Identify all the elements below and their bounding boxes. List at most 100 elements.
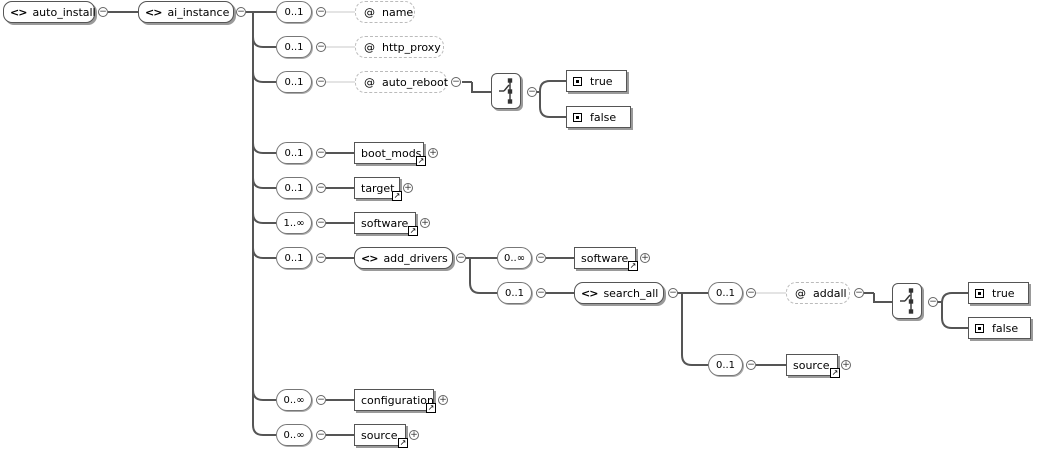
element-label: boot_mods — [361, 146, 422, 160]
enum-label: true — [992, 286, 1015, 300]
attribute-auto-reboot[interactable]: @ auto_reboot — [355, 71, 449, 93]
collapse-toggle-icon[interactable]: − — [316, 430, 326, 440]
choice-icon — [892, 283, 922, 319]
collapse-toggle-icon[interactable]: − — [316, 42, 326, 52]
collapse-toggle-icon[interactable]: − — [536, 288, 546, 298]
collapse-toggle-icon[interactable]: − — [536, 253, 546, 263]
element-icon: <> — [581, 286, 598, 300]
occurrence-search-all: 0..1 — [497, 282, 532, 304]
occurrence-search-all-source: 0..1 — [708, 354, 743, 376]
collapse-toggle-icon[interactable]: − — [316, 183, 326, 193]
collapse-toggle-icon[interactable]: − — [316, 218, 326, 228]
attribute-label: auto_reboot — [382, 75, 449, 89]
element-auto-install[interactable]: <> auto_install — [3, 1, 96, 23]
enum-value-false[interactable]: false — [566, 106, 631, 128]
enum-value-true[interactable]: true — [968, 282, 1029, 304]
expand-toggle-icon[interactable]: + — [428, 148, 438, 158]
expand-toggle-icon[interactable]: + — [420, 218, 430, 228]
expand-toggle-icon[interactable]: + — [438, 395, 448, 405]
collapse-toggle-icon[interactable]: − — [928, 297, 938, 307]
enum-label: false — [590, 110, 617, 124]
collapse-toggle-icon[interactable]: − — [316, 148, 326, 158]
reference-arrow-icon: ↗ — [408, 226, 418, 236]
occurrence-auto-reboot: 0..1 — [276, 71, 312, 93]
element-label: add_drivers — [383, 251, 448, 265]
element-label: source — [361, 428, 398, 442]
element-label: auto_install — [32, 5, 96, 19]
occurrence-configuration: 0..∞ — [276, 389, 312, 411]
collapse-toggle-icon[interactable]: − — [746, 288, 756, 298]
collapse-toggle-icon[interactable]: − — [316, 395, 326, 405]
element-label: search_all — [603, 286, 659, 300]
attribute-icon: @ — [364, 75, 375, 89]
enum-marker-icon — [573, 76, 582, 86]
element-ref-software[interactable]: software — [354, 212, 416, 234]
occurrence-http-proxy: 0..1 — [276, 36, 312, 58]
enum-marker-icon — [573, 112, 582, 122]
element-label: ai_instance — [167, 5, 230, 19]
element-ref-source[interactable]: source — [354, 424, 406, 446]
enum-marker-icon — [975, 288, 984, 298]
reference-arrow-icon: ↗ — [628, 261, 638, 271]
element-add-drivers[interactable]: <> add_drivers — [354, 247, 453, 269]
collapse-toggle-icon[interactable]: − — [746, 360, 756, 370]
element-ref-target[interactable]: target — [354, 177, 400, 199]
element-ai-instance[interactable]: <> ai_instance — [138, 1, 234, 23]
element-icon: <> — [145, 5, 162, 19]
element-icon: <> — [10, 5, 27, 19]
choice-icon — [491, 73, 521, 109]
occurrence-software: 1..∞ — [276, 212, 312, 234]
collapse-toggle-icon[interactable]: − — [98, 7, 108, 17]
element-ref-search-all-source[interactable]: source — [786, 354, 838, 376]
element-ref-add-drivers-software[interactable]: software — [574, 247, 636, 269]
element-search-all[interactable]: <> search_all — [574, 282, 664, 304]
occurrence-addall: 0..1 — [708, 282, 743, 304]
element-label: target — [361, 181, 395, 195]
collapse-toggle-icon[interactable]: − — [316, 7, 326, 17]
occurrence-name: 0..1 — [276, 1, 312, 23]
enum-marker-icon — [975, 323, 984, 333]
attribute-label: http_proxy — [382, 40, 441, 54]
attribute-icon: @ — [364, 5, 375, 19]
collapse-toggle-icon[interactable]: − — [854, 288, 864, 298]
attribute-addall[interactable]: @ addall — [786, 282, 850, 304]
collapse-toggle-icon[interactable]: − — [527, 87, 537, 97]
element-label: software — [581, 251, 629, 265]
occurrence-target: 0..1 — [276, 177, 312, 199]
expand-toggle-icon[interactable]: + — [640, 253, 650, 263]
enum-value-false[interactable]: false — [968, 317, 1031, 339]
reference-arrow-icon: ↗ — [416, 156, 426, 166]
attribute-icon: @ — [364, 40, 375, 54]
element-icon: <> — [361, 251, 378, 265]
expand-toggle-icon[interactable]: + — [403, 183, 413, 193]
collapse-toggle-icon[interactable]: − — [456, 253, 466, 263]
element-label: software — [361, 216, 409, 230]
attribute-name[interactable]: @ name — [355, 1, 415, 23]
reference-arrow-icon: ↗ — [426, 403, 436, 413]
occurrence-source: 0..∞ — [276, 424, 312, 446]
attribute-label: name — [382, 5, 414, 19]
attribute-icon: @ — [795, 286, 806, 300]
element-ref-boot-mods[interactable]: boot_mods — [354, 142, 424, 164]
occurrence-boot-mods: 0..1 — [276, 142, 312, 164]
reference-arrow-icon: ↗ — [398, 438, 408, 448]
expand-toggle-icon[interactable]: + — [841, 360, 851, 370]
collapse-toggle-icon[interactable]: − — [316, 253, 326, 263]
enum-label: false — [992, 321, 1019, 335]
element-label: source — [793, 358, 830, 372]
reference-arrow-icon: ↗ — [392, 191, 402, 201]
reference-arrow-icon: ↗ — [830, 368, 840, 378]
enum-label: true — [590, 74, 613, 88]
element-ref-configuration[interactable]: configuration — [354, 389, 434, 411]
collapse-toggle-icon[interactable]: − — [668, 288, 678, 298]
element-label: configuration — [361, 393, 434, 407]
collapse-toggle-icon[interactable]: − — [451, 77, 461, 87]
collapse-toggle-icon[interactable]: − — [316, 77, 326, 87]
occurrence-add-drivers-software: 0..∞ — [497, 247, 532, 269]
expand-toggle-icon[interactable]: + — [409, 430, 419, 440]
occurrence-add-drivers: 0..1 — [276, 247, 312, 269]
enum-value-true[interactable]: true — [566, 70, 627, 92]
attribute-http-proxy[interactable]: @ http_proxy — [355, 36, 444, 58]
collapse-toggle-icon[interactable]: − — [236, 7, 246, 17]
